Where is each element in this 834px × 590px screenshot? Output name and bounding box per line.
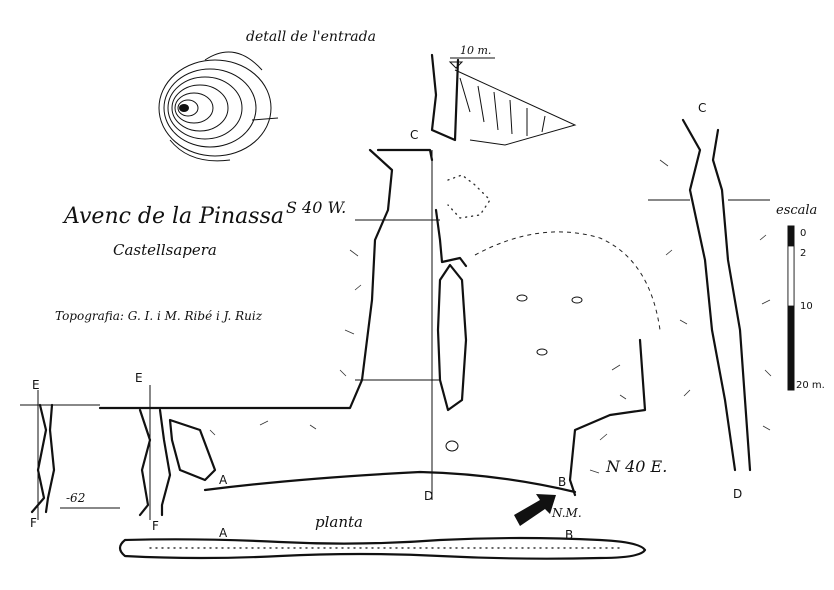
left-section-label-e: E: [32, 378, 40, 392]
left-section-label-e2: E: [135, 371, 143, 385]
cave-title: Avenc de la Pinassa: [62, 204, 284, 229]
cross-section-cd: C D: [648, 101, 772, 501]
orientation-right-label: N 40 E.: [605, 457, 667, 476]
section-label-c: C: [410, 128, 418, 142]
left-section-label-f2: F: [152, 519, 159, 533]
left-section-label-f: F: [30, 516, 37, 530]
section-label-a: A: [219, 473, 228, 487]
entrance-detail-inset: detall de l'entrada: [158, 29, 376, 162]
cross-section-ef: E F E F -62: [20, 371, 217, 533]
plan-label: planta: [315, 513, 363, 531]
scale-tick-20: 20 m.: [796, 380, 825, 391]
plan-label-b: B: [565, 528, 573, 542]
main-section: 10 m. S 40 W. N 40 E. C D A B: [98, 44, 667, 503]
scale-title: escala: [776, 203, 817, 218]
scale-tick-2: 2: [800, 248, 806, 259]
north-label: N.M.: [551, 506, 582, 520]
plan-label-a: A: [219, 526, 228, 540]
scale-tick-0: 0: [800, 228, 806, 239]
entrance-detail-label: detall de l'entrada: [246, 29, 376, 45]
survey-credits: Topografia: G. I. i M. Ribé i J. Ruiz: [55, 309, 263, 323]
right-section-label-d: D: [733, 487, 742, 501]
plan-view: planta A B N.M.: [118, 494, 647, 560]
section-label-b: B: [558, 475, 566, 489]
datum-label: 10 m.: [460, 44, 491, 57]
right-section-label-c: C: [698, 101, 706, 115]
orientation-left-label: S 40 W.: [286, 198, 346, 217]
section-label-d: D: [424, 489, 433, 503]
scale-bar: escala 0 2 10 20 m.: [776, 203, 825, 391]
north-arrow-icon: [514, 494, 556, 526]
scale-tick-10: 10: [800, 301, 813, 312]
entrance-contour-lines: [158, 51, 279, 162]
depth-label: -62: [66, 491, 85, 505]
cave-location: Castellsapera: [113, 241, 217, 259]
